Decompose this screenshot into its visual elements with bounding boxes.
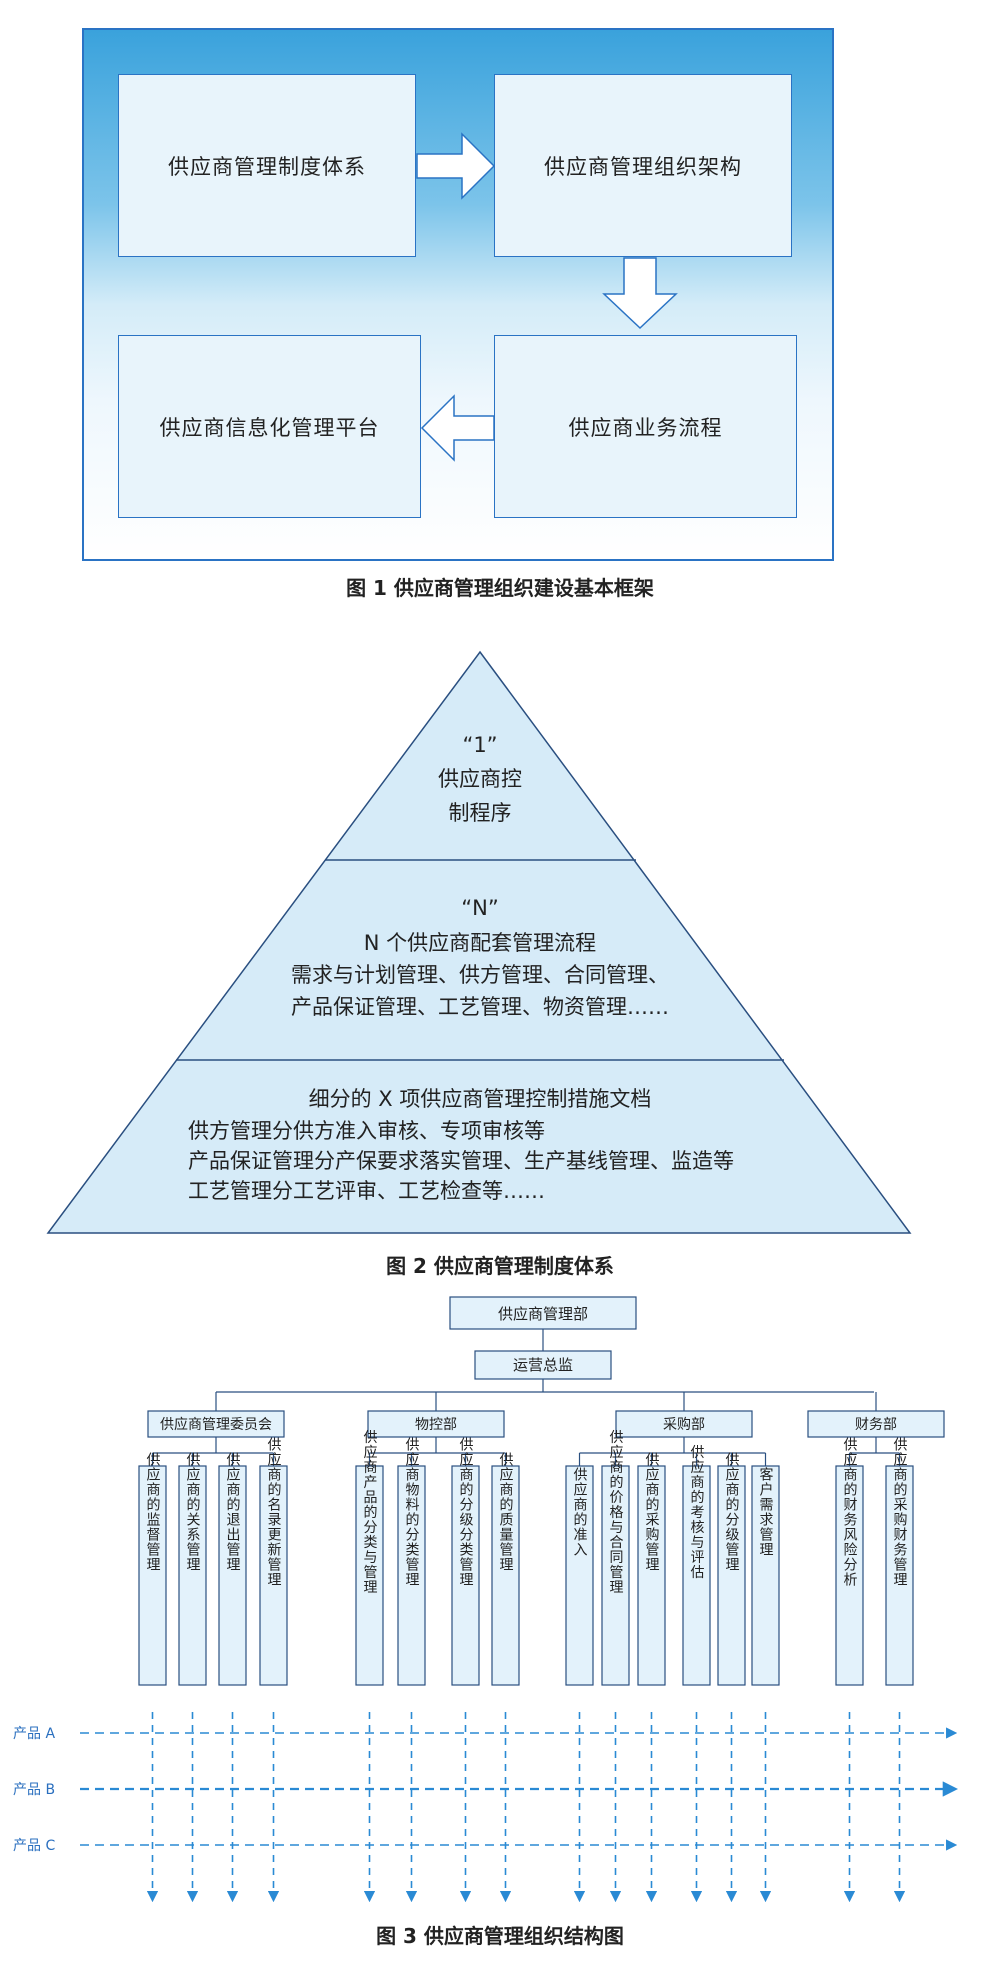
product-label: 产品 A: [13, 1726, 55, 1742]
framework-arrows: [416, 132, 678, 462]
department-label: 供应商管理委员会: [160, 1416, 272, 1433]
leaf-box: [397, 1465, 426, 1686]
arrow-left-icon: [420, 394, 495, 462]
figure3-caption: 图 3 供应商管理组织结构图: [376, 1924, 624, 1948]
leaf-label: 供应商的分级管理: [724, 1452, 740, 1572]
leaf-box: [491, 1465, 520, 1686]
root-box: [449, 1296, 637, 1330]
leaf-box: [751, 1465, 780, 1686]
box-system: 供应商管理制度体系: [118, 74, 416, 257]
leaf-label: 供应商的名录更新管理: [266, 1437, 282, 1587]
arrow-down-icon: [602, 257, 678, 330]
arrow-right-icon: [416, 132, 496, 200]
leaf-box: [259, 1465, 288, 1686]
box-platform: 供应商信息化管理平台: [118, 335, 421, 518]
department-label: 财务部: [855, 1417, 897, 1433]
leaf-label: 供应商的准入: [572, 1467, 588, 1557]
leaf-box: [601, 1465, 630, 1686]
tier1-line: 供应商控: [438, 767, 522, 791]
tier2-line: N 个供应商配套管理流程: [364, 931, 596, 955]
leaf-label: 供应商的考核与评估: [689, 1445, 705, 1580]
tier2-line: 需求与计划管理、供方管理、合同管理、: [291, 963, 669, 987]
department-label: 采购部: [663, 1417, 705, 1433]
figure1-caption: 图 1 供应商管理组织建设基本框架: [346, 576, 654, 600]
leaf-box: [138, 1465, 167, 1686]
department-box: [615, 1410, 753, 1438]
leaf-box: [178, 1465, 207, 1686]
department-box: [807, 1410, 945, 1438]
department-box: [367, 1410, 505, 1438]
leaf-box: [565, 1465, 594, 1686]
leaf-label: 供应商的质量管理: [498, 1452, 514, 1572]
leaf-label: 供应商的退出管理: [225, 1452, 241, 1572]
tier3-line: 工艺管理分工艺评审、工艺检查等……: [188, 1179, 545, 1203]
framework-panel: 供应商管理制度体系 供应商管理组织架构 供应商信息化管理平台 供应商业务流程: [82, 28, 834, 561]
tier3-line: 产品保证管理分产保要求落实管理、生产基线管理、监造等: [188, 1149, 734, 1173]
box-process: 供应商业务流程: [494, 335, 797, 518]
leaf-label: 供应商的关系管理: [185, 1452, 201, 1572]
box-organization-label: 供应商管理组织架构: [544, 154, 742, 179]
leaf-label: 供应商物料的分类管理: [404, 1437, 420, 1587]
root-label: 供应商管理部: [498, 1305, 588, 1323]
product-label: 产品 B: [13, 1782, 55, 1798]
figure2-caption: 图 2 供应商管理制度体系: [386, 1254, 614, 1278]
leaf-box: [451, 1465, 480, 1686]
department-box: [147, 1410, 285, 1438]
product-label: 产品 C: [13, 1838, 55, 1854]
leaf-label: 供应商的监督管理: [145, 1452, 161, 1572]
leaf-box: [218, 1465, 247, 1686]
leaf-box: [682, 1465, 711, 1686]
director-label: 运营总监: [513, 1356, 573, 1374]
tier3-line: 细分的 X 项供应商管理控制措施文档: [309, 1087, 652, 1111]
department-label: 物控部: [415, 1417, 457, 1433]
leaf-label: 供应商的采购财务管理: [892, 1437, 908, 1587]
tier2-label: “N”: [461, 896, 498, 920]
tier3-line: 供方管理分供方准入审核、专项审核等: [188, 1119, 545, 1143]
leaf-label: 供应商的采购管理: [644, 1452, 660, 1572]
leaf-label: 客户需求管理: [758, 1466, 774, 1557]
leaf-box: [637, 1465, 666, 1686]
tier1-label: “1”: [462, 733, 497, 757]
box-platform-label: 供应商信息化管理平台: [159, 415, 380, 440]
box-organization: 供应商管理组织架构: [494, 74, 792, 257]
tier1-line: 制程序: [449, 801, 512, 825]
pyramid: “1” 供应商控 制程序 “N” N 个供应商配套管理流程 需求与计划管理、供方…: [46, 650, 912, 1234]
leaf-box: [717, 1465, 746, 1686]
leaf-box: [835, 1465, 864, 1686]
leaf-label: 供应商的财务风险分析: [842, 1437, 858, 1587]
leaf-box: [355, 1465, 384, 1686]
tier2-line: 产品保证管理、工艺管理、物资管理……: [291, 995, 669, 1019]
leaf-box: [885, 1465, 914, 1686]
box-system-label: 供应商管理制度体系: [168, 154, 366, 179]
leaf-label: 供应商的价格与合同管理: [608, 1430, 624, 1595]
box-process-label: 供应商业务流程: [568, 415, 723, 440]
leaf-label: 供应商产品的分类与管理: [362, 1430, 378, 1595]
leaf-label: 供应商的分级分类管理: [458, 1437, 474, 1587]
